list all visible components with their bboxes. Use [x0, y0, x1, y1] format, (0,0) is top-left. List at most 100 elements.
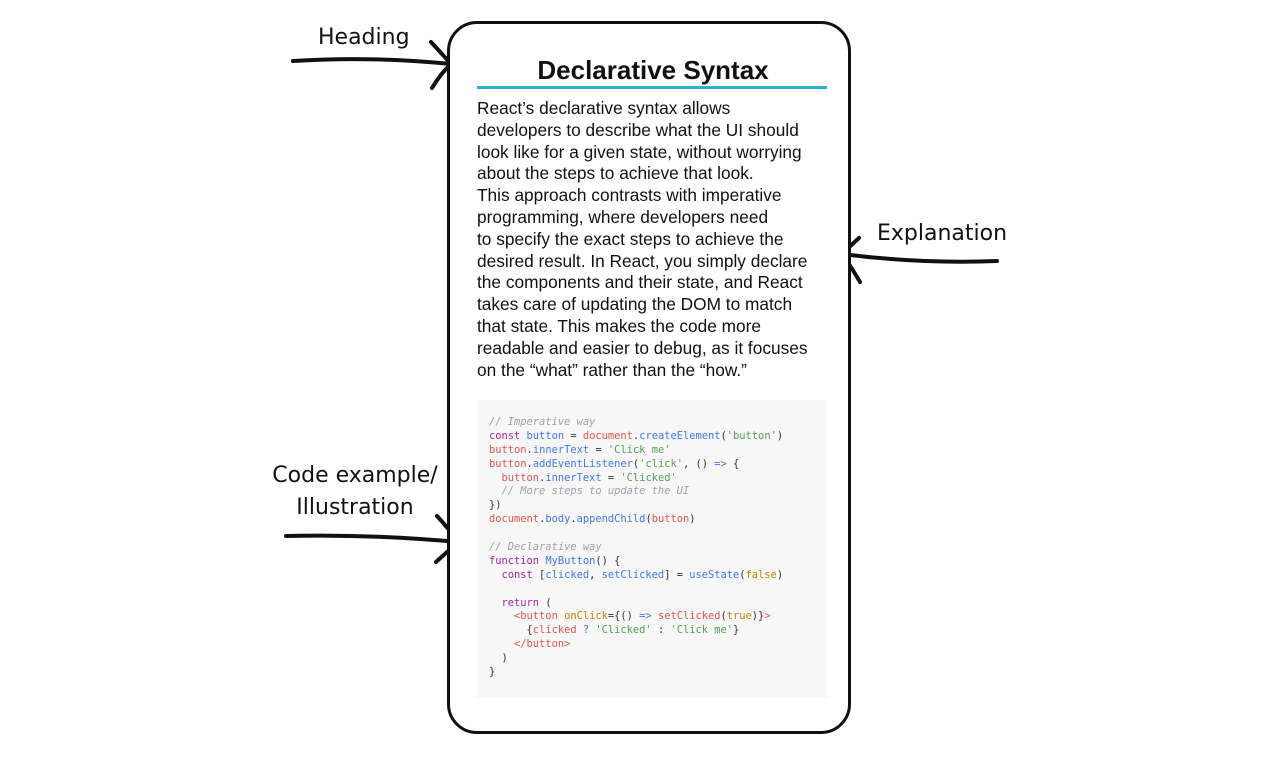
code-token: . [526, 457, 533, 470]
code-token: . [570, 513, 577, 526]
code-token: }) [489, 499, 502, 512]
code-token: , [589, 568, 602, 581]
annotation-heading: Heading [318, 25, 410, 50]
card-explanation: React’s declarative syntax allows develo… [477, 98, 808, 380]
code-token: return [501, 596, 540, 609]
code-token: innerText [545, 471, 602, 484]
code-token: body [545, 513, 571, 526]
code-line: } [489, 666, 827, 680]
code-token: const [501, 568, 533, 581]
code-line: <button onClick={() => setClicked(true)}… [489, 610, 827, 624]
code-token: createElement [639, 429, 721, 442]
code-token: setClicked [601, 568, 665, 581]
code-token: MyButton [545, 554, 596, 567]
code-line: // Declarative way [489, 541, 827, 555]
code-token: { [489, 624, 533, 637]
code-line: document.body.appendChild(button) [489, 513, 827, 527]
code-token: , () [682, 457, 715, 470]
code-line: return ( [489, 597, 827, 611]
code-token [489, 472, 502, 484]
code-token: } [489, 666, 496, 679]
code-token [489, 569, 502, 581]
explanation-arrow [840, 252, 999, 264]
code-line: button.innerText = 'Click me' [489, 444, 827, 458]
code-token: ( [739, 568, 746, 581]
code-token: ( [720, 610, 727, 623]
code-token: // More steps to update the UI [501, 485, 690, 498]
code-line [489, 583, 827, 597]
code-token: () { [595, 554, 621, 567]
code-token [489, 610, 514, 622]
annotation-code-line-1: Code example/ [272, 463, 438, 488]
code-token: button [501, 471, 540, 484]
card-title: Declarative Syntax [537, 55, 769, 85]
code-token: 'button' [726, 429, 777, 442]
code-token: ( [539, 596, 552, 609]
code-token: ={() [607, 610, 640, 623]
code-line: button.addEventListener('click', () => { [489, 458, 827, 472]
code-token: document [489, 513, 540, 526]
code-token: <button [514, 610, 565, 623]
code-token: = [601, 471, 621, 484]
code-token: // Imperative way [489, 416, 596, 428]
code-token [489, 485, 502, 497]
code-token: . [632, 429, 640, 442]
code-token: . [539, 471, 546, 484]
code-line: const button = document.createElement('b… [489, 430, 827, 444]
code-token: 'Clicked' [620, 471, 677, 484]
code-token: false [745, 568, 777, 581]
code-line: const [clicked, setClicked] = useState(f… [489, 569, 827, 583]
code-token: ) [776, 429, 784, 442]
code-token: { [726, 457, 740, 470]
concept-card: Declarative Syntax React’s declarative s… [447, 21, 851, 734]
code-line: button.innerText = 'Clicked' [489, 472, 827, 486]
annotation-explanation: Explanation [877, 221, 1008, 246]
code-token: true [726, 610, 752, 623]
code-token: } [733, 624, 740, 637]
code-token: ) [776, 568, 784, 581]
annotation-code-example: Code example/ Illustration [266, 460, 444, 524]
code-token: document [582, 429, 633, 442]
code-token: ( [645, 513, 652, 526]
code-line: // More steps to update the UI [489, 485, 827, 499]
code-token: 'click' [639, 457, 683, 470]
code-token: 'Click me' [670, 624, 734, 637]
code-token: button [489, 457, 527, 470]
code-line: ) [489, 652, 827, 666]
code-token: [ [532, 568, 546, 581]
code-token: )} [751, 610, 765, 623]
code-token: clicked [532, 624, 577, 637]
code-token: setClicked [657, 610, 721, 623]
title-underline [477, 86, 827, 89]
code-line: }) [489, 499, 827, 513]
code-line: </button> [489, 638, 827, 652]
heading-arrow [291, 57, 453, 66]
annotation-code-line-2: Illustration [296, 495, 414, 520]
code-token: ( [632, 457, 640, 470]
code-token: const [489, 429, 527, 442]
code-token: addEventListener [532, 457, 633, 470]
code-token: = [564, 429, 583, 442]
code-token: button [651, 513, 690, 526]
code-token: . [539, 513, 546, 526]
code-token: ) [489, 652, 508, 665]
code-arrow [284, 533, 460, 544]
code-token: appendChild [576, 513, 646, 526]
code-token [489, 638, 514, 650]
code-token: = [589, 443, 608, 456]
code-line: function MyButton() { [489, 555, 827, 569]
code-token: button [526, 429, 565, 442]
code-line: {clicked ? 'Clicked' : 'Click me'} [489, 624, 827, 638]
code-token: 'Click me' [607, 443, 671, 456]
code-token: // Declarative way [489, 541, 602, 554]
code-token: : [651, 624, 671, 637]
code-token: > [764, 610, 771, 623]
code-token: onClick [564, 610, 608, 623]
code-line [489, 527, 827, 541]
code-token: ( [720, 429, 727, 442]
code-token: innerText [532, 443, 590, 456]
code-token: function [489, 554, 546, 567]
code-token: useState [689, 568, 740, 581]
code-token: </button> [514, 638, 571, 651]
